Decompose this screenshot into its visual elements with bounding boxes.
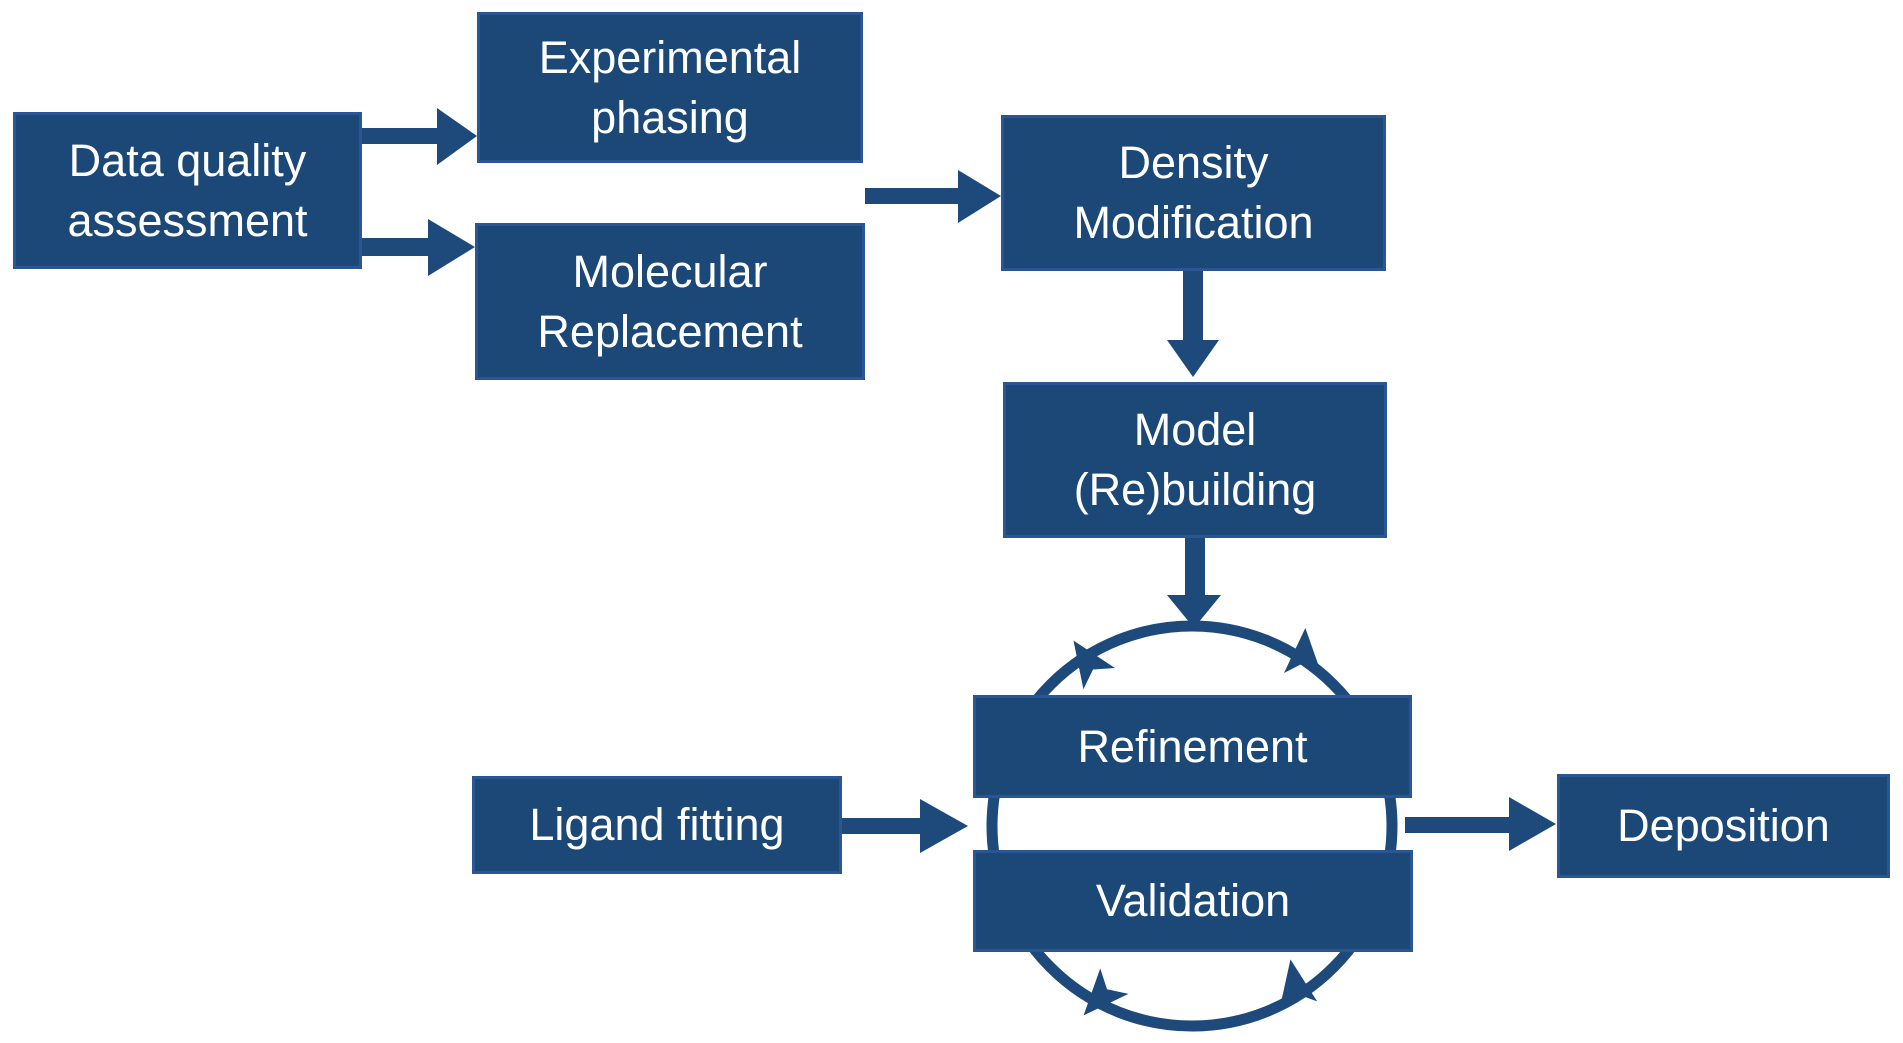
arrow-phasing-to-density-modification [865,170,1001,223]
arrow-dqa-to-molecular-replacement [362,219,475,276]
cycle-arrowhead-bottom-right-icon [1279,959,1318,1008]
node-experimental-phasing: Experimental phasing [477,12,863,163]
node-ligand-fitting: Ligand fitting [472,776,842,874]
arrow-model-to-cycle [1167,538,1221,628]
node-refinement: Refinement [973,695,1412,798]
node-data-quality-assessment: Data quality assessment [13,112,362,269]
cycle-arrowhead-top-left-icon [1073,640,1115,690]
arrow-cycle-to-deposition [1405,797,1556,851]
node-deposition: Deposition [1557,774,1890,878]
node-model-rebuilding: Model (Re)building [1003,382,1387,538]
arrow-ligand-to-cycle [842,799,968,853]
arrow-dqa-to-experimental-phasing [362,108,477,165]
cycle-arrowhead-bottom-left-icon [1083,968,1129,1016]
cycle-circle-icon [986,620,1398,1032]
cycle-arrowhead-top-right-icon [1283,628,1322,675]
arrow-density-to-model-rebuilding [1167,270,1219,377]
node-molecular-replacement: Molecular Replacement [475,223,865,380]
node-validation: Validation [973,850,1413,952]
node-density-modification: Density Modification [1001,115,1386,271]
